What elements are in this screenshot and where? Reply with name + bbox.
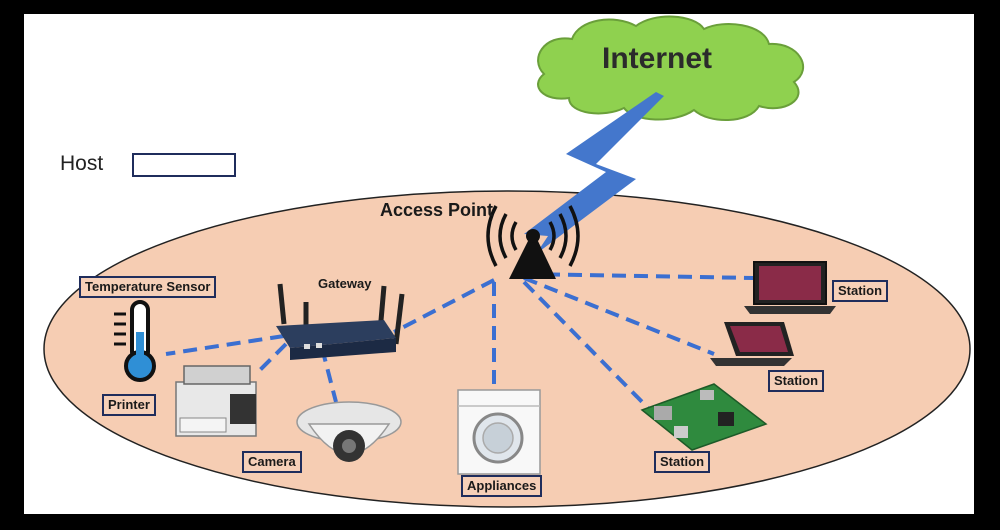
link-ap-station-1 bbox=[523, 272, 755, 280]
internet-cloud bbox=[537, 15, 805, 121]
access-point-label: Access Point bbox=[380, 200, 494, 220]
link-ap-station-3 bbox=[522, 280, 656, 416]
laptop-station-1-icon bbox=[744, 261, 836, 314]
station-label-2: Station bbox=[768, 370, 825, 392]
printer-icon bbox=[175, 365, 257, 437]
station-label-1: Station bbox=[832, 280, 889, 302]
gateway-router-icon bbox=[276, 283, 405, 360]
internet-label: Internet bbox=[602, 42, 713, 75]
link-gateway-printer bbox=[254, 342, 288, 376]
raspberry-pi-station-icon bbox=[640, 383, 768, 451]
link-ap-gateway bbox=[393, 278, 495, 334]
appliances-label: Appliances bbox=[461, 475, 543, 497]
link-ap-station-2 bbox=[523, 276, 715, 356]
security-camera-icon bbox=[296, 401, 402, 462]
camera-label: Camera bbox=[242, 451, 302, 473]
gateway-label: Gateway bbox=[318, 276, 372, 291]
temperature-sensor-label: Temperature Sensor bbox=[79, 276, 217, 298]
thermometer-icon bbox=[114, 300, 156, 382]
laptop-station-2-icon bbox=[710, 322, 794, 366]
diagram-canvas: Internet Access Point Host Gateway Tempe… bbox=[24, 14, 974, 514]
network-diagram bbox=[43, 15, 971, 508]
host-legend-label: Host bbox=[60, 152, 104, 175]
wireless-link-bolt bbox=[524, 92, 664, 254]
station-label-3: Station bbox=[654, 451, 711, 473]
printer-label: Printer bbox=[102, 394, 156, 416]
link-gateway-sensor bbox=[165, 334, 285, 356]
access-point-icon bbox=[486, 205, 580, 279]
host-legend-box bbox=[132, 153, 236, 177]
washing-machine-icon bbox=[457, 389, 541, 475]
